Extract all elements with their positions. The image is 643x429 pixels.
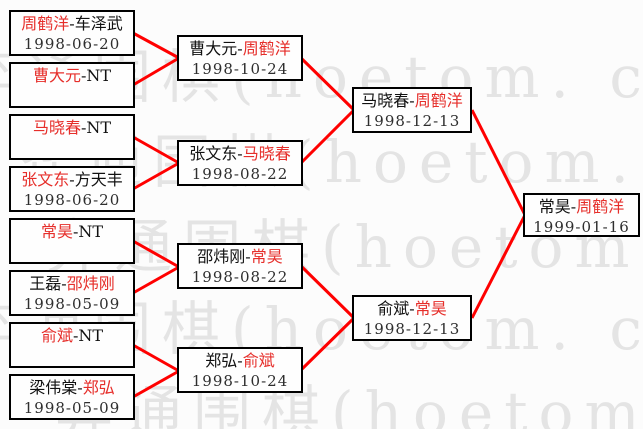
r1-match-2: 曹大元-NT [9,62,135,108]
winner-name: 周鹤洋 [576,197,625,216]
r1-match-8: 梁伟棠-郑弘 1998-05-09 [9,374,135,420]
match-date: 1999-01-16 [533,218,630,236]
winner-name: 常昊 [250,247,283,266]
match-date: 1998-06-20 [23,191,121,209]
match-players: 马晓春-周鹤洋 [354,91,470,111]
r1-match-4: 张文东-方天丰 1998-06-20 [9,166,135,212]
winner-name: 周鹤洋 [414,91,463,110]
winner-name: 张文东 [21,170,70,189]
player-name: 梁伟棠- [29,378,83,397]
winner-name: 邵炜刚 [66,274,115,293]
player-name: 曹大元- [189,39,243,58]
match-players: 周鹤洋-车泽武 [11,14,133,34]
match-players: 郑弘-俞斌 [179,351,301,371]
winner-name: 马晓春 [242,144,291,163]
match-players: 曹大元-周鹤洋 [179,39,301,59]
match-players: 张文东-马晓春 [179,144,301,164]
player-name: -NT [72,222,104,241]
player-name: -方天丰 [69,170,123,189]
r2-match-3: 邵炜刚-常昊 1998-08-22 [177,243,303,289]
match-date: 1998-10-24 [191,60,289,78]
match-date: 1998-08-22 [191,165,289,183]
player-name: -NT [72,326,104,345]
match-players: 邵炜刚-常昊 [179,247,301,267]
r1-match-3: 马晓春-NT [9,114,135,160]
winner-name: 常昊 [414,299,447,318]
player-name: 常昊- [538,197,577,216]
match-players: 马晓春-NT [11,118,133,138]
r1-match-7: 俞斌-NT [9,322,135,368]
winner-name: 马晓春 [32,118,81,137]
player-name: 俞斌- [377,299,415,318]
player-name: 马晓春- [361,91,415,110]
match-date [11,346,133,366]
match-date: 1998-10-24 [191,372,289,390]
winner-name: 俞斌 [242,351,275,370]
match-date: 1998-12-13 [363,112,461,130]
player-name: -车泽武 [69,14,123,33]
match-date: 1998-05-09 [23,399,121,417]
match-players: 曹大元-NT [11,66,133,86]
winner-name: 周鹤洋 [21,14,70,33]
winner-name: 周鹤洋 [242,39,291,58]
match-date: 1998-12-13 [363,320,461,338]
player-name: 郑弘- [205,351,243,370]
r1-match-5: 常昊-NT [9,218,135,264]
match-players: 俞斌-NT [11,326,133,346]
player-name: 张文东- [189,144,243,163]
r1-match-6: 王磊-邵炜刚 1998-05-09 [9,270,135,316]
match-players: 王磊-邵炜刚 [11,274,133,294]
watermark-text: 弈通围棋(hoetom. com) [55,379,643,429]
match-date: 1998-06-20 [23,35,121,53]
match-players: 俞斌-常昊 [354,299,470,319]
winner-name: 常昊 [40,222,73,241]
r2-match-2: 张文东-马晓春 1998-08-22 [177,140,303,186]
match-date: 1998-05-09 [23,295,121,313]
player-name: -NT [80,118,112,137]
r2-match-1: 曹大元-周鹤洋 1998-10-24 [177,35,303,81]
player-name: 邵炜刚- [197,247,251,266]
r1-match-1: 周鹤洋-车泽武 1998-06-20 [9,10,135,56]
winner-name: 曹大元 [32,66,81,85]
match-players: 梁伟棠-郑弘 [11,378,133,398]
semifinal-match-2: 俞斌-常昊 1998-12-13 [352,295,472,341]
player-name: 王磊- [29,274,67,293]
winner-name: 俞斌 [40,326,73,345]
match-players: 常昊-周鹤洋 [525,197,638,217]
winner-name: 郑弘 [82,378,115,397]
match-players: 常昊-NT [11,222,133,242]
r2-match-4: 郑弘-俞斌 1998-10-24 [177,347,303,393]
final-match: 常昊-周鹤洋 1999-01-16 [523,193,640,237]
player-name: -NT [80,66,112,85]
match-date [11,86,133,106]
match-date: 1998-08-22 [191,268,289,286]
match-date [11,138,133,158]
semifinal-match-1: 马晓春-周鹤洋 1998-12-13 [352,87,472,133]
match-date [11,242,133,262]
match-players: 张文东-方天丰 [11,170,133,190]
